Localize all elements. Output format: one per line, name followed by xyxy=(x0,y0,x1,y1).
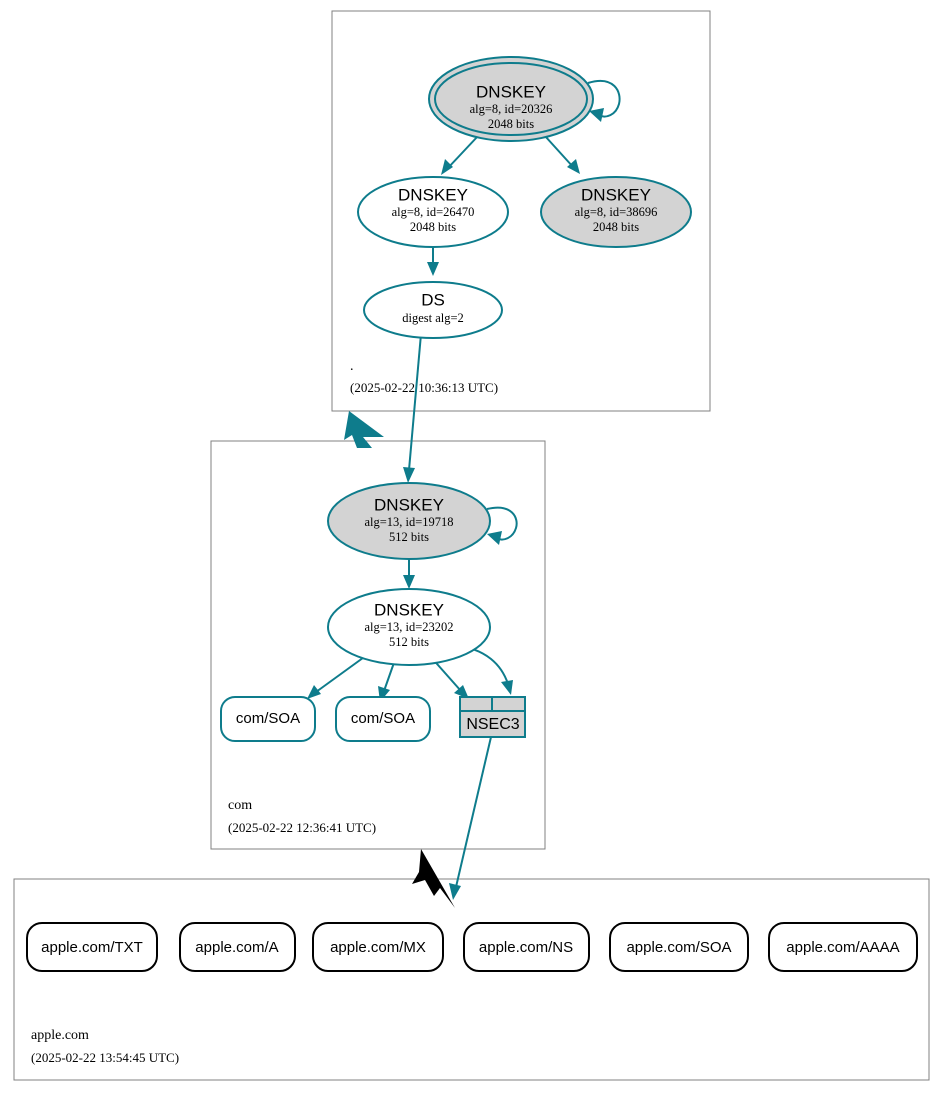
zone-box-root xyxy=(331,10,711,412)
node-title: apple.com/TXT xyxy=(41,939,143,956)
node-title: DNSKEY xyxy=(398,185,468,204)
node-roundrect xyxy=(463,922,590,972)
zone-timestamp-com: (2025-02-22 12:36:41 UTC) xyxy=(228,820,376,835)
node-title: com/SOA xyxy=(236,710,300,727)
node-line2: alg=13, id=23202 xyxy=(364,620,453,634)
node-ellipse xyxy=(357,176,509,248)
edge-root-ksk-self-loop xyxy=(587,80,621,122)
node-applecom-a[interactable]: apple.com/A xyxy=(179,922,296,972)
zone-timestamp-root: (2025-02-22 10:36:13 UTC) xyxy=(350,380,498,395)
node-line2: alg=8, id=26470 xyxy=(392,205,475,219)
node-root-dnskey-20326[interactable]: DNSKEY alg=8, id=20326 2048 bits xyxy=(428,56,594,142)
node-applecom-ns[interactable]: apple.com/NS xyxy=(463,922,590,972)
node-title: NSEC3 xyxy=(466,716,519,733)
zone-box-com xyxy=(210,440,546,850)
nsec3-label-cell xyxy=(459,710,526,738)
node-com-soa-1[interactable]: com/SOA xyxy=(220,696,316,742)
node-com-dnskey-19718[interactable]: DNSKEY alg=13, id=19718 512 bits xyxy=(327,482,491,560)
node-line2: alg=13, id=19718 xyxy=(364,515,453,529)
node-roundrect xyxy=(609,922,749,972)
trust-arrow-com-to-applecom xyxy=(412,849,455,908)
node-line3: 2048 bits xyxy=(593,220,639,234)
node-applecom-txt[interactable]: apple.com/TXT xyxy=(26,922,158,972)
node-line3: 2048 bits xyxy=(410,220,456,234)
trust-anchor-inner-ellipse xyxy=(434,62,588,136)
edge-com-zsk-to-soa-1 xyxy=(307,654,368,699)
node-root-dnskey-38696[interactable]: DNSKEY alg=8, id=38696 2048 bits xyxy=(540,176,692,248)
zone-timestamp-applecom: (2025-02-22 13:54:45 UTC) xyxy=(31,1050,179,1065)
node-applecom-aaaa[interactable]: apple.com/AAAA xyxy=(768,922,918,972)
node-roundrect xyxy=(179,922,296,972)
node-root-ds[interactable]: DS digest alg=2 xyxy=(363,281,503,339)
zone-box-applecom xyxy=(13,878,930,1081)
zone-label-root: . xyxy=(350,359,354,374)
edge-root-ksk-to-zsk-38696 xyxy=(544,135,580,174)
node-applecom-soa[interactable]: apple.com/SOA xyxy=(609,922,749,972)
edge-com-ksk-to-zsk-23202 xyxy=(403,558,415,589)
edge-root-ksk-to-zsk-26470 xyxy=(441,135,479,175)
node-line3: 2048 bits xyxy=(488,117,534,131)
node-roundrect xyxy=(768,922,918,972)
node-com-nsec3[interactable]: NSEC3 xyxy=(459,696,526,738)
node-com-dnskey-23202[interactable]: DNSKEY alg=13, id=23202 512 bits xyxy=(327,588,491,666)
node-title: apple.com/NS xyxy=(479,939,573,956)
node-title: DNSKEY xyxy=(374,600,444,619)
node-roundrect xyxy=(26,922,158,972)
edge-nsec3-to-applecom xyxy=(449,736,492,900)
node-ellipse xyxy=(327,482,491,560)
node-title: DNSKEY xyxy=(581,185,651,204)
edge-zsk-26470-to-ds xyxy=(427,246,439,276)
node-line3: 512 bits xyxy=(389,635,429,649)
node-ellipse xyxy=(363,281,503,339)
node-title: apple.com/MX xyxy=(330,939,426,956)
node-title: apple.com/SOA xyxy=(626,939,731,956)
nsec3-cell-left xyxy=(459,696,493,712)
edge-ds-to-com-ksk-19718 xyxy=(403,333,422,483)
node-line2: digest alg=2 xyxy=(402,311,464,325)
node-roundrect xyxy=(335,696,431,742)
node-title: com/SOA xyxy=(351,710,415,727)
nsec3-cell-right xyxy=(491,696,526,712)
node-title: DS xyxy=(421,290,445,309)
node-title: apple.com/A xyxy=(195,939,278,956)
node-roundrect xyxy=(220,696,316,742)
node-ellipse xyxy=(540,176,692,248)
node-applecom-mx[interactable]: apple.com/MX xyxy=(312,922,444,972)
node-root-dnskey-26470[interactable]: DNSKEY alg=8, id=26470 2048 bits xyxy=(357,176,509,248)
zone-label-com: com xyxy=(228,798,252,813)
zone-label-applecom: apple.com xyxy=(31,1028,89,1043)
node-ellipse xyxy=(327,588,491,666)
node-line3: 512 bits xyxy=(389,530,429,544)
node-line2: alg=8, id=38696 xyxy=(575,205,658,219)
edge-com-ksk-self-loop xyxy=(486,506,518,545)
node-line2: alg=8, id=20326 xyxy=(470,102,553,116)
node-title: DNSKEY xyxy=(374,495,444,514)
node-com-soa-2[interactable]: com/SOA xyxy=(335,696,431,742)
node-title: apple.com/AAAA xyxy=(786,939,899,956)
node-title: DNSKEY xyxy=(476,82,546,101)
node-roundrect xyxy=(312,922,444,972)
trust-arrow-root-to-com xyxy=(344,411,384,448)
